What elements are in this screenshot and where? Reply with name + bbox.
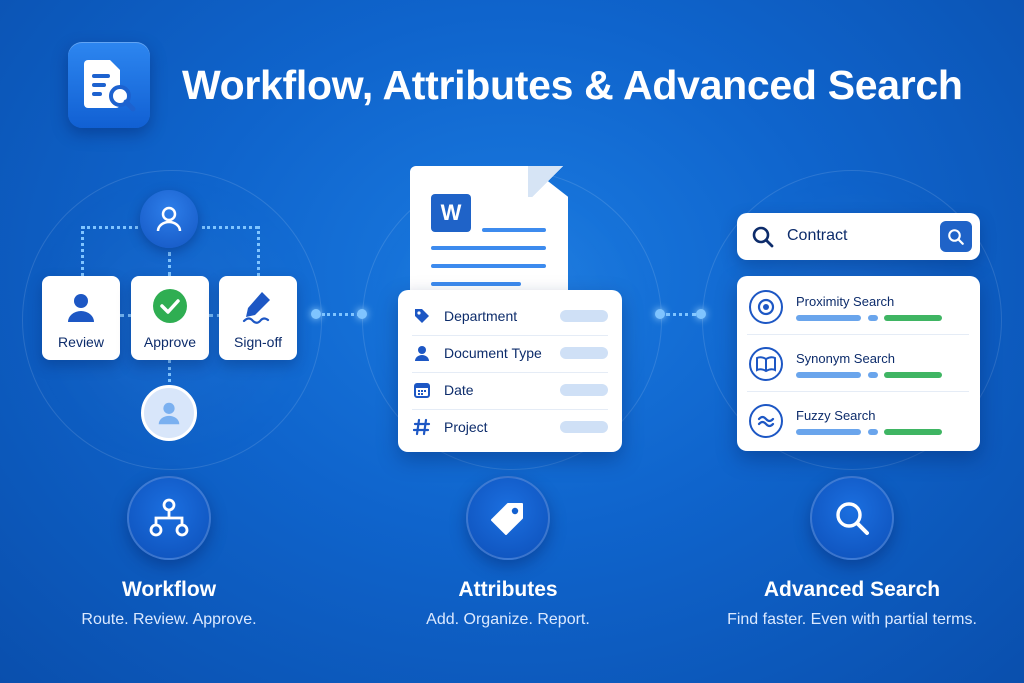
connector-node (311, 309, 321, 319)
hash-icon (412, 418, 432, 436)
attributes-feature-subtitle: Add. Organize. Report. (426, 611, 590, 628)
target-icon (749, 290, 783, 324)
divider (747, 334, 969, 335)
attribute-value-placeholder[interactable] (560, 384, 608, 396)
workflow-step-label: Review (58, 334, 104, 350)
document-fold (528, 166, 568, 197)
magnifier-icon (836, 502, 869, 535)
result-bar (796, 429, 861, 435)
search-query[interactable]: Contract (787, 227, 848, 244)
connector-node (357, 309, 367, 319)
workflow-bottom-connector (168, 360, 171, 388)
search-mode-fuzzy[interactable]: Fuzzy Search (747, 394, 971, 448)
book-icon (749, 347, 783, 381)
workflow-step-approve[interactable]: Approve (131, 276, 209, 360)
document-line (482, 228, 546, 232)
attribute-value-placeholder[interactable] (560, 421, 608, 433)
app-logo (68, 42, 150, 128)
check-circle-icon (153, 289, 187, 323)
workflow-center-connector (168, 252, 171, 276)
attribute-row-department[interactable]: Department (412, 298, 608, 334)
result-bar (796, 315, 861, 321)
attribute-row-project[interactable]: Project (412, 409, 608, 445)
search-mode-synonym[interactable]: Synonym Search (747, 337, 971, 391)
divider (412, 372, 608, 373)
flow-tree-icon (149, 498, 189, 537)
result-bar-match (884, 429, 942, 435)
top-avatar (140, 190, 198, 248)
price-tag-icon (491, 503, 523, 535)
workflow-card-link (120, 314, 132, 317)
bottom-avatar (141, 385, 197, 441)
search-mode-proximity[interactable]: Proximity Search (747, 280, 971, 334)
result-bar (868, 372, 878, 378)
word-document-badge: W (431, 194, 471, 232)
divider (412, 335, 608, 336)
workflow-top-connector (257, 226, 260, 276)
attribute-label: Document Type (444, 345, 542, 361)
attributes-feature-icon (466, 476, 550, 560)
connector-node (655, 309, 665, 319)
attribute-label: Department (444, 308, 518, 324)
search-mode-label: Synonym Search (796, 351, 895, 366)
document-search-icon (84, 60, 136, 112)
search-button[interactable] (940, 221, 972, 252)
workflow-feature-subtitle: Route. Review. Approve. (81, 611, 257, 628)
user-avatar-icon (158, 402, 180, 425)
search-mode-label: Fuzzy Search (796, 408, 876, 423)
workflow-top-connector (202, 226, 258, 229)
document-line (431, 246, 546, 250)
workflow-step-label: Sign-off (234, 334, 282, 350)
calendar-icon (412, 381, 432, 399)
person-icon (68, 294, 94, 322)
attribute-label: Date (444, 382, 474, 398)
workflow-step-review[interactable]: Review (42, 276, 120, 360)
search-feature-icon (810, 476, 894, 560)
workflow-step-label: Approve (143, 334, 197, 350)
search-modes-panel: Proximity Search Synonym Search Fuzzy Se… (737, 276, 980, 451)
result-bar-match (884, 315, 942, 321)
result-bar (868, 315, 878, 321)
workflow-feature-title: Workflow (121, 578, 217, 601)
attribute-row-document-type[interactable]: Document Type (412, 335, 608, 371)
divider (412, 409, 608, 410)
search-feature-subtitle: Find faster. Even with partial terms. (727, 611, 977, 628)
workflow-top-connector (82, 226, 138, 229)
result-bar (868, 429, 878, 435)
page-title: Workflow, Attributes & Advanced Search (182, 62, 963, 108)
document-line (431, 282, 521, 286)
attributes-feature-title: Attributes (458, 578, 558, 601)
attributes-panel: Department Document Type Date Project (398, 290, 622, 452)
attribute-row-date[interactable]: Date (412, 372, 608, 408)
workflow-card-link (209, 314, 221, 317)
search-icon (752, 226, 774, 248)
wave-icon (749, 404, 783, 438)
connector-line (322, 313, 360, 316)
workflow-step-sign-off[interactable]: Sign-off (219, 276, 297, 360)
attribute-value-placeholder[interactable] (560, 347, 608, 359)
connector-line (666, 313, 696, 316)
attribute-value-placeholder[interactable] (560, 310, 608, 322)
search-mode-label: Proximity Search (796, 294, 895, 309)
connector-node (696, 309, 706, 319)
user-avatar-icon (156, 206, 182, 232)
search-feature-title: Advanced Search (763, 578, 941, 601)
result-bar-match (884, 372, 942, 378)
search-icon (948, 228, 964, 245)
search-input[interactable]: Contract (737, 213, 980, 260)
workflow-top-connector (81, 226, 84, 276)
attribute-label: Project (444, 419, 488, 435)
tag-icon (412, 307, 432, 325)
person-icon (412, 344, 432, 362)
document-line (431, 264, 546, 268)
pen-signature-icon (242, 292, 270, 324)
divider (747, 391, 969, 392)
workflow-feature-icon (127, 476, 211, 560)
result-bar (796, 372, 861, 378)
